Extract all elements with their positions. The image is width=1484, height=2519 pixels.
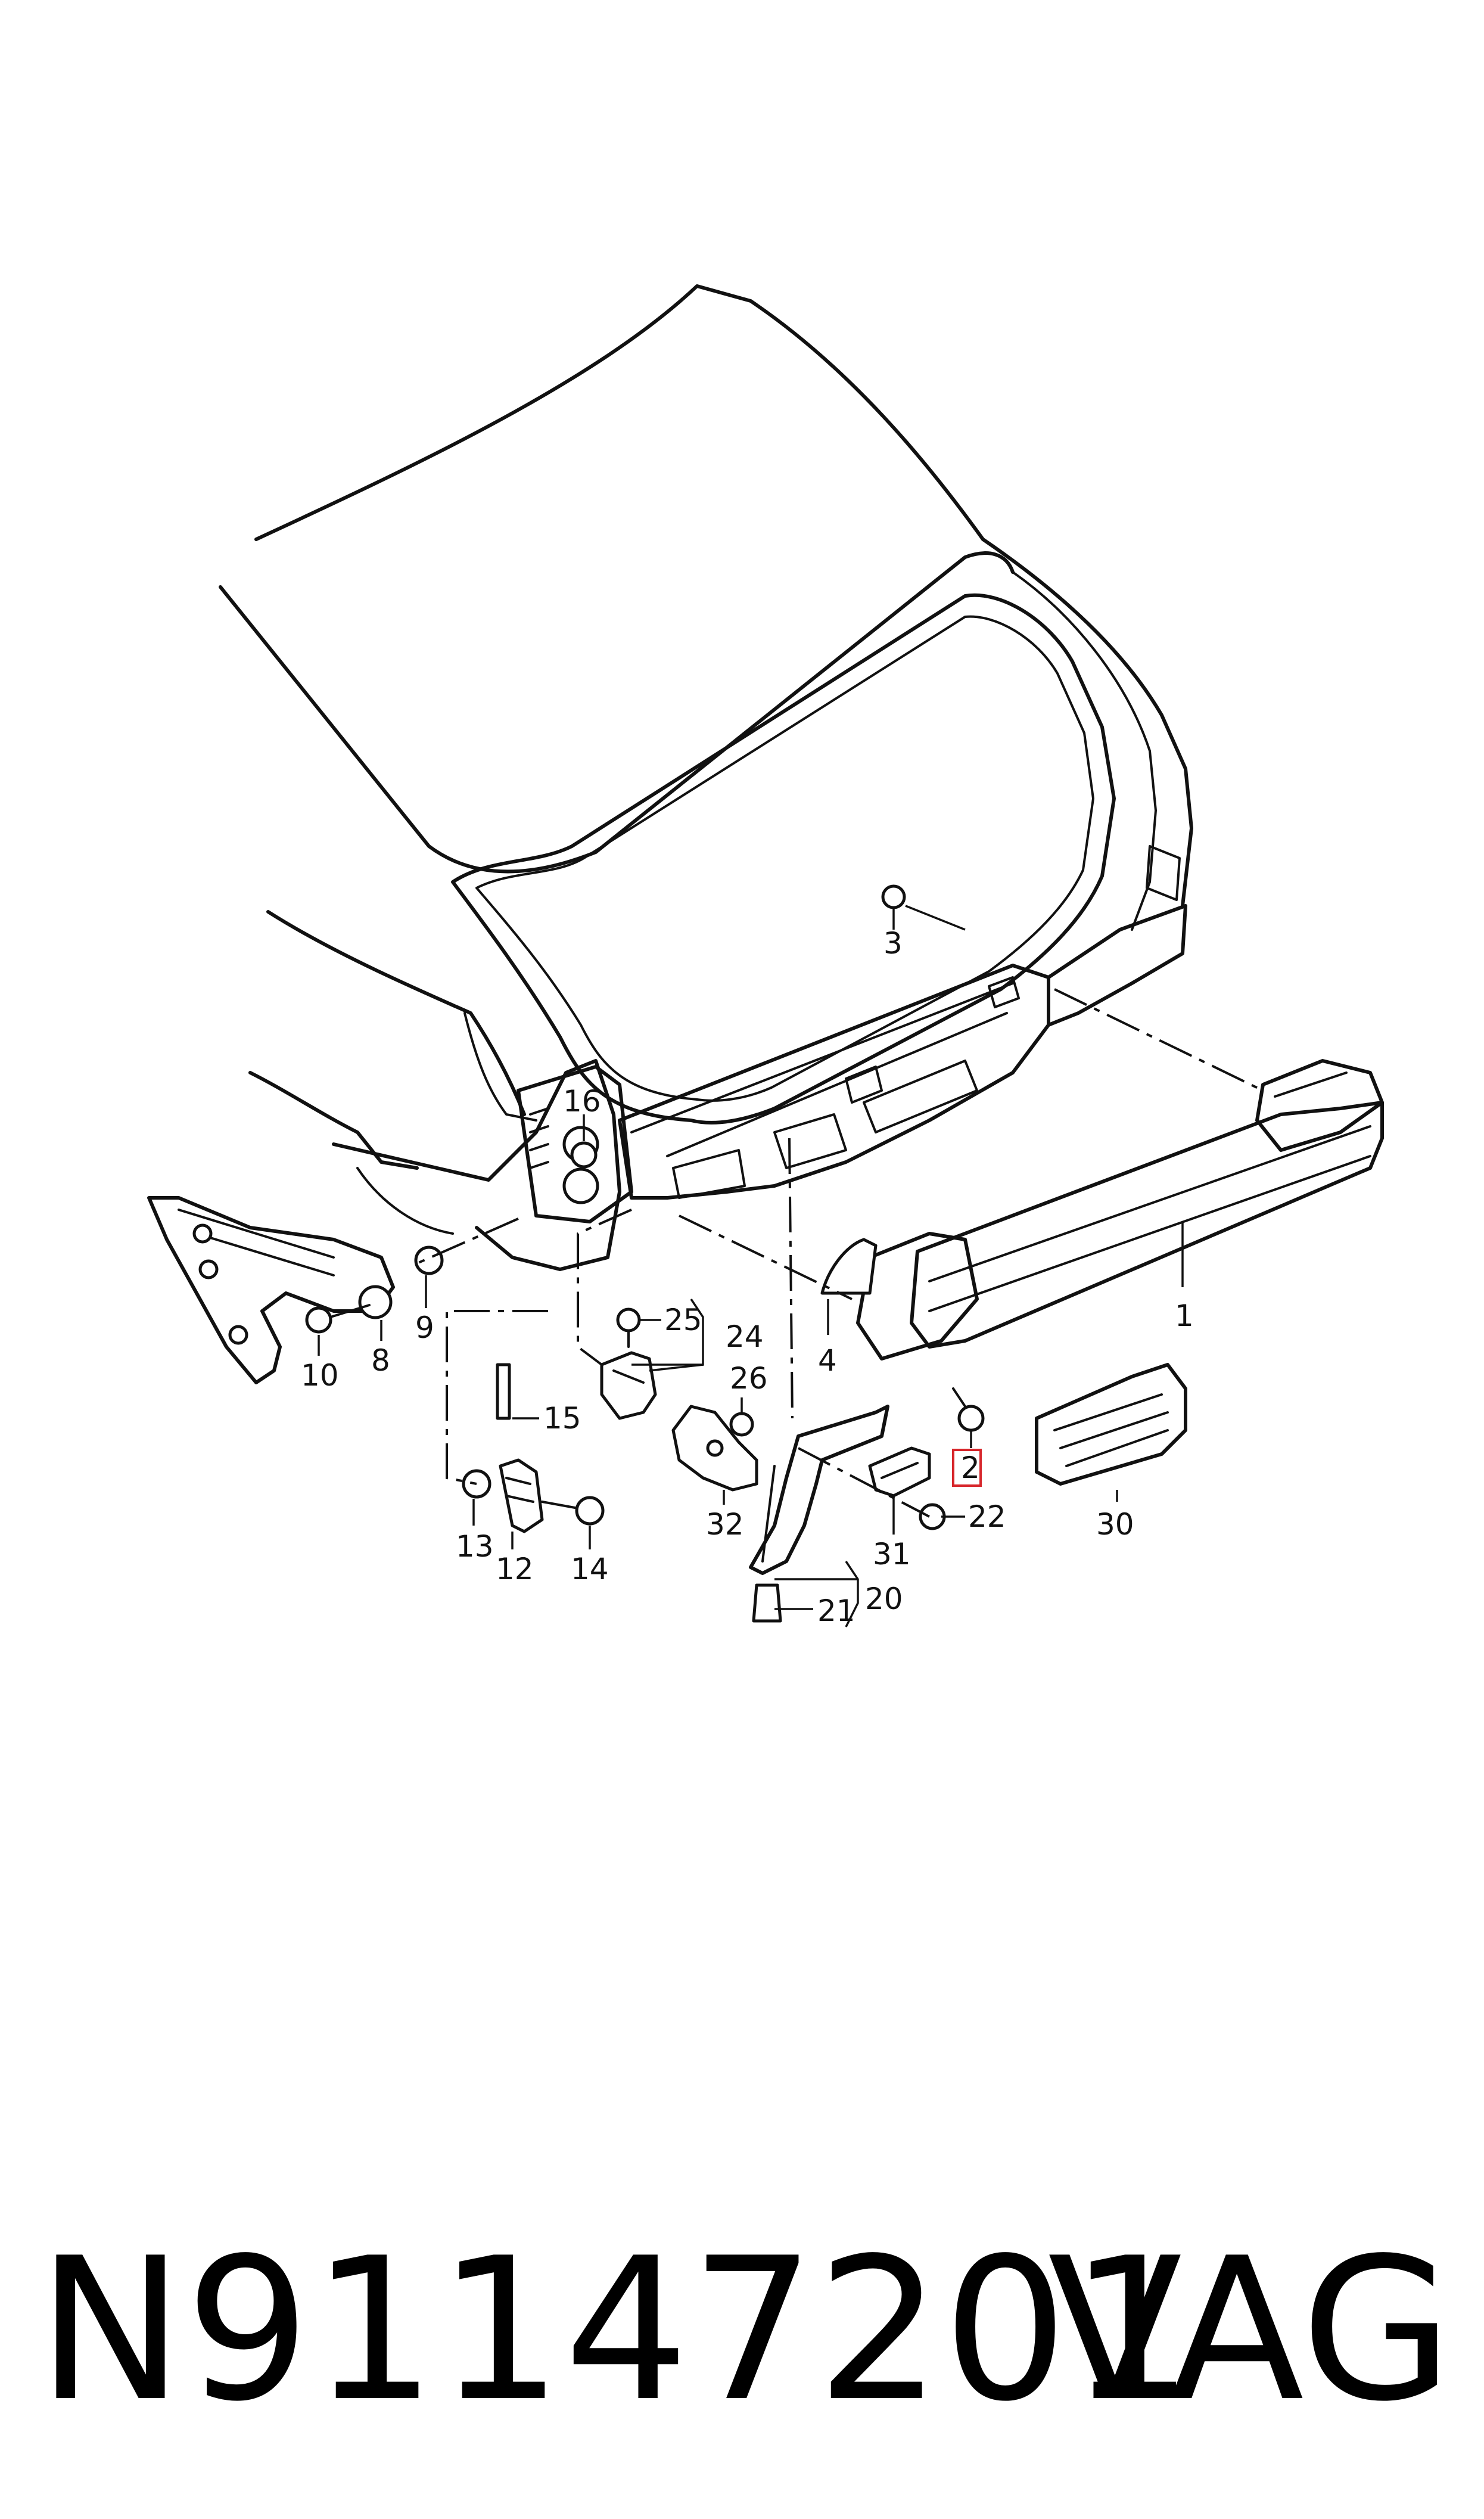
callout-32: 32: [706, 1507, 744, 1542]
callout-8: 8: [371, 1343, 390, 1378]
callout-12: 12: [496, 1552, 534, 1586]
part-30-insert: [1035, 1363, 1187, 1486]
callout-10: 10: [301, 1358, 339, 1393]
callout-labels: 1 2 3 4 8 9 10 12 13 14 15 16 20 21 22 2…: [301, 926, 1194, 1628]
part-4-cover: [820, 1238, 878, 1295]
assembly-lines: [416, 988, 1264, 1518]
bumper-reinforcement-bar: [856, 1059, 1384, 1361]
side-guide-bracket: [147, 1196, 395, 1384]
callout-1: 1: [1175, 1299, 1194, 1333]
part-24-latch-bracket: [600, 1351, 657, 1420]
exploded-parts-diagram: 1 2 3 4 8 9 10 12 13 14 15 16 20 21 22 2…: [147, 284, 1384, 1628]
part-20-bracket: [749, 1405, 889, 1575]
part-32-bracket: [671, 1405, 758, 1492]
callout-25: 25: [664, 1303, 702, 1337]
callout-15: 15: [543, 1401, 581, 1436]
callout-4: 4: [818, 1343, 837, 1378]
part-number: N91147201: [37, 2216, 1196, 2445]
callout-2-highlight: [952, 1449, 982, 1487]
callout-20: 20: [865, 1582, 903, 1616]
callout-26: 26: [730, 1361, 768, 1396]
callout-13: 13: [456, 1529, 494, 1564]
callout-3: 3: [883, 926, 903, 961]
callout-9: 9: [415, 1310, 434, 1345]
part-12-latch: [499, 1458, 544, 1533]
callout-21: 21: [817, 1594, 855, 1628]
part-31-mount: [868, 1446, 931, 1498]
callout-22: 22: [968, 1499, 1006, 1534]
part-footer: N91147201 VAG: [0, 2205, 1484, 2455]
callout-30: 30: [1096, 1507, 1134, 1542]
leader-lines: [318, 905, 1184, 1627]
callout-16: 16: [563, 1084, 601, 1119]
brand-name: VAG: [1047, 2216, 1453, 2445]
callout-14: 14: [571, 1552, 609, 1586]
car-body-outline: [219, 284, 1193, 1271]
callout-2: 2: [961, 1450, 980, 1485]
callout-24: 24: [726, 1319, 764, 1354]
callout-31: 31: [873, 1537, 911, 1571]
